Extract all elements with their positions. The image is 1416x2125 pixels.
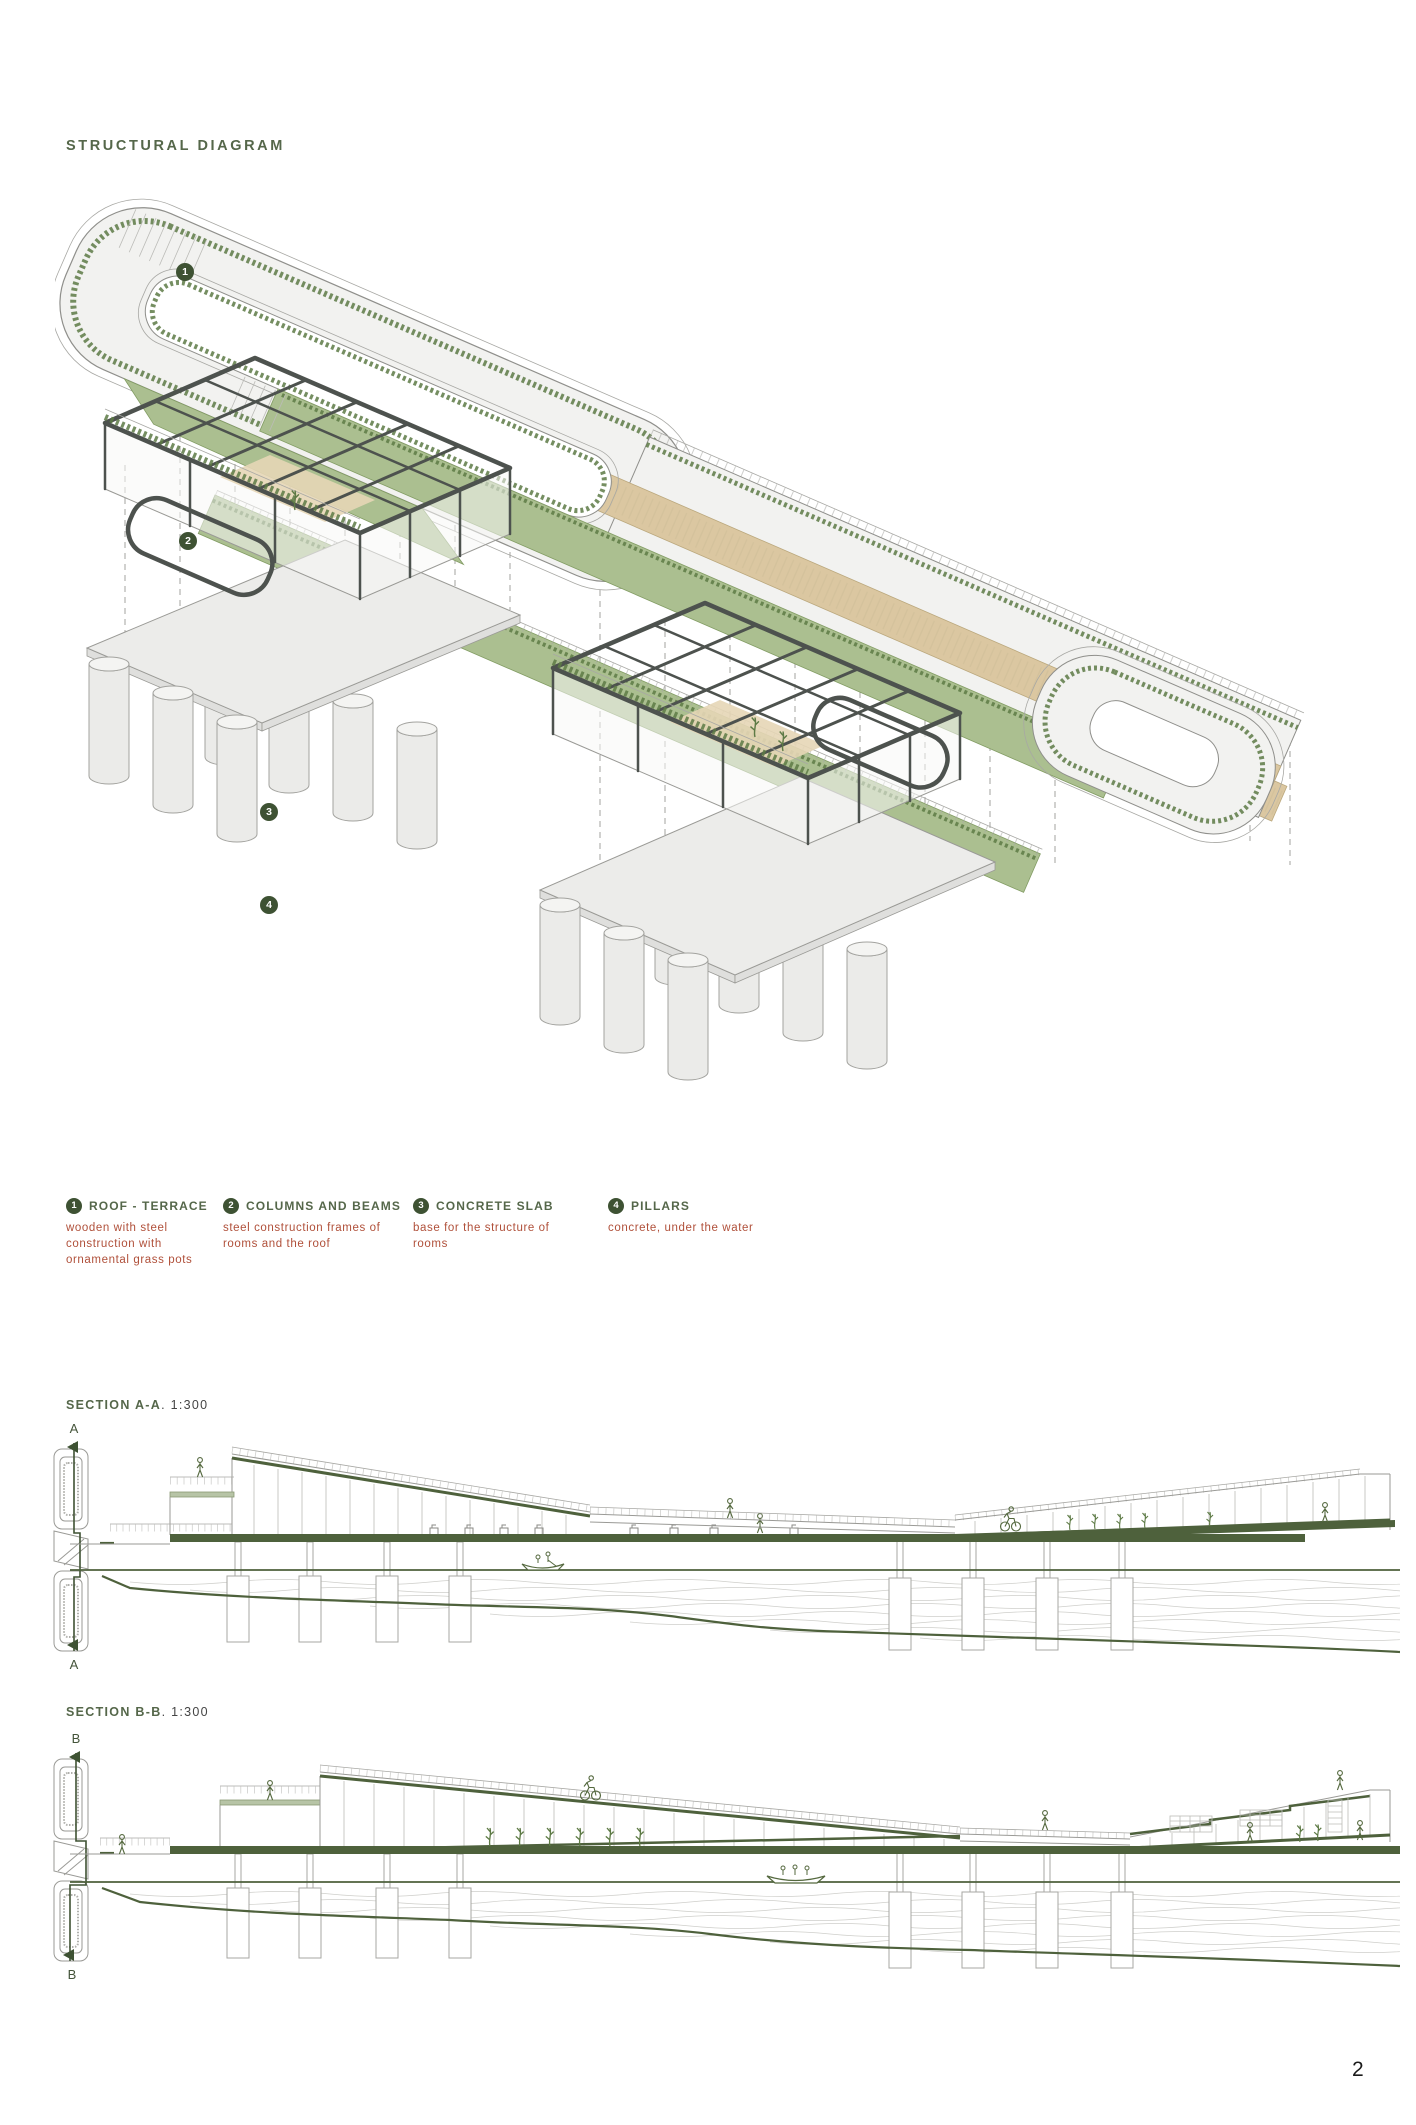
piers-a: [226, 1539, 1134, 1651]
page-number: 2: [1352, 2058, 1364, 2081]
piers-b: [226, 1851, 1134, 1969]
key-plan-a: A A: [53, 1421, 114, 1672]
right-building-b: [1129, 1770, 1391, 1850]
boat-a: [521, 1551, 565, 1571]
boat-b: [766, 1864, 826, 1884]
legend-desc-3: base for the structure of rooms: [413, 1222, 550, 1251]
section-b-label: SECTION B-B. 1:300: [66, 1705, 209, 1719]
legend-badge-2: 2: [223, 1198, 239, 1214]
section-a-drawing: [70, 1446, 1400, 1654]
riverbed-a: [101, 1574, 1400, 1654]
left-building-b: [319, 1764, 961, 1852]
deck-b: [170, 1846, 1400, 1854]
section-a-scale: . 1:300: [161, 1398, 209, 1412]
axon-callout-1: 1: [176, 263, 194, 281]
legend-desc-1: wooden with steel construction with orna…: [66, 1222, 193, 1267]
section-marker-b-bottom: B: [68, 1967, 77, 1982]
legend-desc-4: concrete, under the water: [608, 1222, 754, 1234]
legend-badge-4: 4: [608, 1198, 624, 1214]
section-a-title: SECTION A-A: [66, 1398, 162, 1412]
legend-item-pillars: 4 PILLARS concrete, under the water: [608, 1198, 823, 1236]
riverbed-b: [101, 1886, 1400, 1968]
section-a-label: SECTION A-A. 1:300: [66, 1398, 208, 1412]
section-marker-a-top: A: [70, 1421, 79, 1436]
legend-badge-3: 3: [413, 1198, 429, 1214]
axon-callout-2: 2: [179, 532, 197, 550]
legend-title-3: CONCRETE SLAB: [436, 1199, 554, 1213]
mid-walkway-b: [959, 1810, 1131, 1846]
legend-item-concrete-slab: 3 CONCRETE SLAB base for the structure o…: [413, 1198, 575, 1252]
section-marker-b-top: B: [72, 1731, 81, 1746]
columns-beams-left: [102, 355, 513, 601]
mid-walkway-a: [589, 1498, 956, 1534]
section-b-title: SECTION B-B: [66, 1705, 162, 1719]
section-b-drawing: [70, 1764, 1400, 1969]
key-plan-b: B B: [53, 1731, 114, 1982]
legend-desc-2: steel construction frames of rooms and t…: [223, 1222, 381, 1251]
legend-title-1: ROOF - TERRACE: [89, 1199, 208, 1213]
exploded-axonometric-diagram: [55, 198, 1305, 1081]
deck-a: [170, 1534, 1305, 1542]
legend-badge-1: 1: [66, 1198, 82, 1214]
axon-callout-4: 4: [260, 896, 278, 914]
legend-title-4: PILLARS: [631, 1199, 691, 1213]
page-title: STRUCTURAL DIAGRAM: [66, 138, 285, 154]
columns-beams-right: [550, 600, 963, 846]
legend-item-columns-beams: 2 COLUMNS AND BEAMS steel construction f…: [223, 1198, 400, 1252]
axon-callout-3: 3: [260, 803, 278, 821]
legend-item-roof-terrace: 1 ROOF - TERRACE wooden with steel const…: [66, 1198, 208, 1268]
left-building-a: [110, 1446, 799, 1536]
section-marker-a-bottom: A: [70, 1657, 79, 1672]
left-approach-b: [100, 1780, 321, 1855]
section-b-scale: . 1:300: [161, 1705, 209, 1719]
legend-title-2: COLUMNS AND BEAMS: [246, 1199, 401, 1213]
